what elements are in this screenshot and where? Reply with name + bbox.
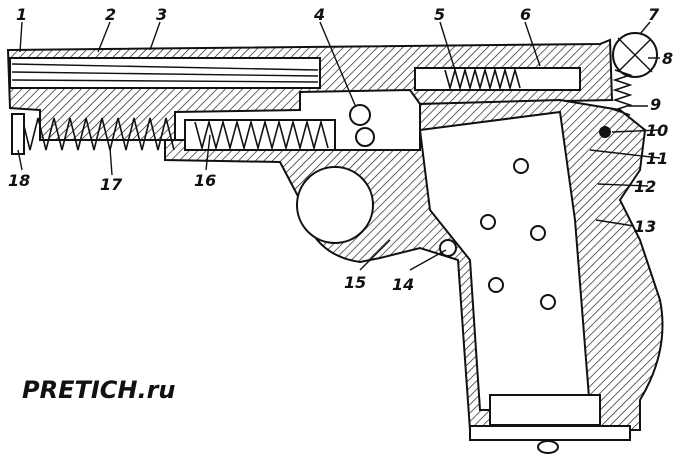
- callout-label-16: 16: [194, 171, 216, 190]
- callout-label-3: 3: [156, 5, 167, 24]
- leader-lines: [17, 21, 661, 271]
- magazine-window: [418, 110, 592, 411]
- trigger-guard-opening: [296, 166, 374, 244]
- callout-label-2: 2: [105, 5, 116, 24]
- hammer: [599, 32, 658, 138]
- callout-label-18: 18: [8, 171, 30, 190]
- barrel: [9, 57, 321, 89]
- callout-label-10: 10: [646, 121, 668, 140]
- callout-label-9: 9: [650, 95, 661, 114]
- callout-label-12: 12: [634, 177, 656, 196]
- frame: [164, 98, 664, 454]
- callout-label-11: 11: [646, 149, 668, 168]
- site-watermark: PRETICH.ru: [22, 376, 176, 404]
- hammer-pin: [599, 126, 611, 138]
- callout-label-6: 6: [520, 5, 531, 24]
- firing-pin-spring: [414, 67, 581, 91]
- callout-label-14: 14: [392, 275, 414, 294]
- magazine-base: [489, 394, 601, 426]
- magazine-holes: [480, 158, 556, 310]
- slide-stop-pin: [349, 104, 371, 126]
- callout-label-5: 5: [434, 5, 445, 24]
- trigger-pin: [439, 239, 457, 257]
- callout-label-7: 7: [648, 5, 660, 24]
- recoil-spring-plug: [11, 113, 25, 155]
- magazine-floorplate: [469, 425, 631, 441]
- slide: [6, 38, 614, 141]
- callout-label-13: 13: [634, 217, 656, 236]
- callout-label-4: 4: [313, 5, 325, 24]
- recoil-spring: [11, 113, 175, 155]
- disconnector-pin: [355, 127, 375, 147]
- lanyard-ring: [537, 440, 559, 454]
- callout-label-8: 8: [662, 49, 673, 68]
- callout-label-1: 1: [16, 5, 27, 24]
- callout-label-15: 15: [344, 273, 366, 292]
- guide-spring: [184, 118, 336, 152]
- callout-label-17: 17: [100, 175, 123, 194]
